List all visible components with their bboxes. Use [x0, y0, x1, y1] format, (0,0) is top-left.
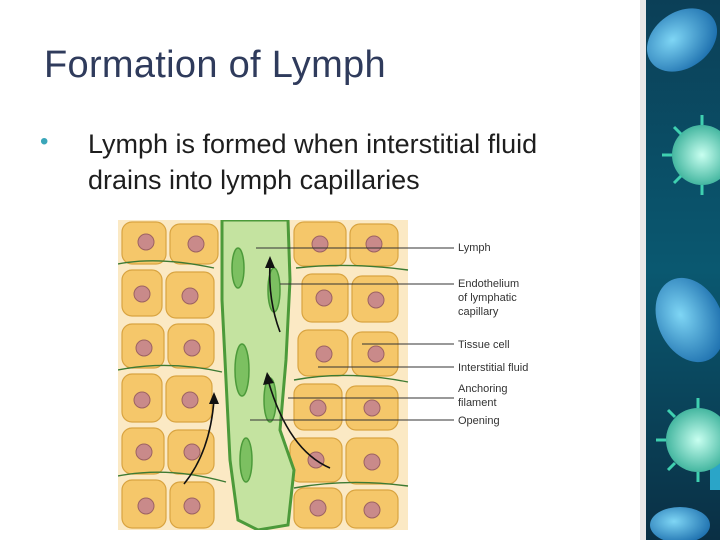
- label-endothelium-2: of lymphatic: [458, 292, 517, 304]
- lymph-capillary-diagram: Lymph Endothelium of lymphatic capillary…: [118, 220, 548, 530]
- virus-particle-lower: [656, 398, 720, 482]
- bullet-dot-icon: •: [40, 128, 49, 155]
- cell-nuclei: [133, 233, 385, 519]
- anchoring-filaments: [118, 260, 409, 489]
- label-tissue-cell: Tissue cell: [458, 339, 510, 351]
- flow-arrows: [183, 263, 331, 485]
- slide-title: Formation of Lymph: [44, 44, 386, 86]
- virus-particle-upper: [662, 115, 720, 195]
- bullet-text: Lymph is formed when interstitial fluid …: [88, 129, 538, 195]
- label-interstitial-fluid: Interstitial fluid: [458, 362, 528, 374]
- label-anchoring-2: filament: [458, 397, 497, 409]
- label-opening: Opening: [458, 415, 500, 427]
- label-anchoring-1: Anchoring: [458, 383, 508, 395]
- microbe-side-art: [640, 0, 720, 540]
- label-endothelium-1: Endothelium: [458, 278, 519, 290]
- label-lymph: Lymph: [458, 242, 491, 254]
- endothelial-cells: [231, 247, 281, 483]
- leader-lines: [250, 247, 454, 421]
- label-endothelium-3: capillary: [458, 306, 499, 318]
